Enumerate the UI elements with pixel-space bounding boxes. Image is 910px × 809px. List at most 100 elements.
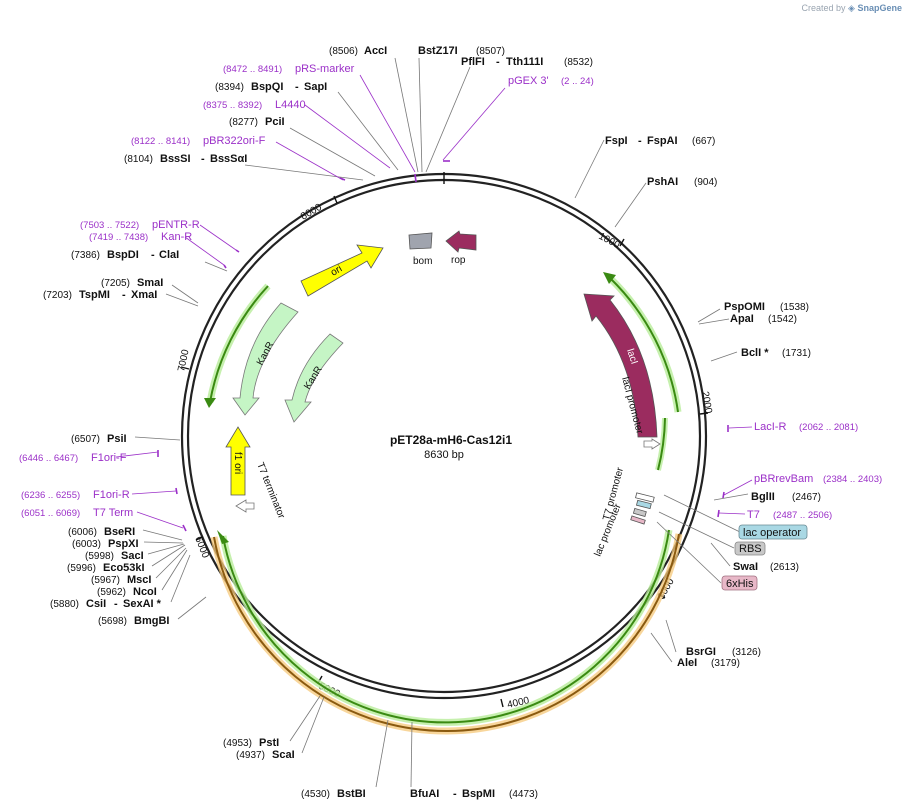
primer-t7-term: (6051 .. 6069) T7 Term [21,507,133,519]
primer-l4440: (8375 .. 8392) L4440 [203,99,306,111]
svg-text:(8507): (8507) [476,46,505,57]
svg-text:PflFI: PflFI [461,56,485,68]
svg-text:SmaI: SmaI [137,277,163,289]
enzyme-bstz17i: BstZ17I (8507) [418,45,505,57]
svg-text:(8104): (8104) [124,154,153,165]
svg-text:(2 .. 24): (2 .. 24) [561,76,594,87]
svg-text:FspI: FspI [605,135,628,147]
tick-marks [180,172,709,708]
svg-text:(8394): (8394) [215,82,244,93]
lac-operator-box: lac operator [738,524,808,540]
svg-text:F1ori-R: F1ori-R [93,489,130,501]
enzyme-psii: (6507) PsiI [71,433,127,445]
svg-text:(5698): (5698) [98,616,127,627]
laci-label: lacI [624,348,639,366]
svg-text:BspDI: BspDI [107,249,139,261]
svg-text:(5998): (5998) [85,551,114,562]
svg-text:PstI: PstI [259,737,279,749]
svg-text:BseRI: BseRI [104,526,135,538]
enzyme-pflfi-tth111i: PflFI - Tth111I (8532) [461,56,593,68]
enzyme-fspi-fspai: FspI - FspAI (667) [605,135,715,147]
tick-7000 [180,366,190,370]
f1-ori-label: f1 ori [232,452,243,474]
enzyme-bspdi-clai: (7386) BspDI - ClaI [71,249,179,261]
svg-text:-: - [453,788,457,800]
f1-ori-feature: f1 ori [225,426,251,496]
svg-text:-: - [295,81,299,93]
svg-text:6xHis: 6xHis [726,578,754,590]
svg-text:(3179): (3179) [711,658,740,669]
primer-laci-r: LacI-R (2062 .. 2081) [754,421,858,433]
svg-text:(6051 .. 6069): (6051 .. 6069) [21,508,80,519]
svg-text:(2613): (2613) [770,562,799,573]
svg-text:XmaI: XmaI [131,289,157,301]
svg-text:SacI: SacI [121,550,144,562]
svg-text:BstZ17I: BstZ17I [418,45,458,57]
svg-text:(4530): (4530) [301,789,330,800]
credit-prefix: Created by [801,3,846,13]
svg-text:(2062 .. 2081): (2062 .. 2081) [799,422,858,433]
svg-text:Tth111I: Tth111I [506,56,543,68]
enzyme-labels: (8506) AccI BstZ17I (8507) PflFI - Tth11… [43,45,821,800]
plasmid-name: pET28a-mH6-Cas12i1 [390,433,512,447]
plasmid-length: 8630 bp [424,449,464,461]
tick-label-6000: 6000 [192,535,211,560]
svg-text:-: - [122,289,126,301]
svg-text:(4953): (4953) [223,738,252,749]
svg-text:Kan-R: Kan-R [161,231,192,243]
svg-text:pENTR-R: pENTR-R [152,219,200,231]
enzyme-bspqi-sapi: (8394) BspQI - SapI [215,81,327,93]
enzyme-bsssi: (8104) BssSI - BssSαI [124,153,247,165]
svg-text:NcoI: NcoI [133,586,157,598]
svg-text:PspXI: PspXI [108,538,139,550]
svg-text:(7386): (7386) [71,250,100,261]
svg-text:BsrGI: BsrGI [686,646,716,658]
svg-text:(7205): (7205) [101,278,130,289]
enzyme-bstbi: (4530) BstBI [301,788,366,800]
svg-text:(2467): (2467) [792,492,821,503]
svg-text:PsiI: PsiI [107,433,127,445]
svg-text:BspMI: BspMI [462,788,495,800]
svg-text:BclI *: BclI * [741,347,769,359]
ori-feature: ori [300,244,384,297]
primer-labels: (8472 .. 8491) pRS-marker (8375 .. 8392)… [19,63,882,521]
svg-text:(5996): (5996) [67,563,96,574]
svg-text:lac operator: lac operator [743,527,801,539]
svg-text:(8506): (8506) [329,46,358,57]
svg-text:(667): (667) [692,136,715,147]
tick-8000 [333,195,338,204]
svg-text:(6507): (6507) [71,434,100,445]
snapgene-logo-icon: ◈ [848,3,855,13]
enzyme-bsrgi: BsrGI (3126) [686,646,761,658]
svg-text:(2487 .. 2506): (2487 .. 2506) [773,510,832,521]
enzyme-pspomi: PspOMI (1538) [724,301,809,313]
svg-text:RBS: RBS [739,543,762,555]
svg-text:AccI: AccI [364,45,387,57]
primer-kan-r: (7419 .. 7438) Kan-R [89,231,192,243]
svg-text:(8375 .. 8392): (8375 .. 8392) [203,100,262,111]
svg-text:(3126): (3126) [732,647,761,658]
svg-text:AleI: AleI [677,657,697,669]
enzyme-eco53ki: (5996) Eco53kI [67,562,145,574]
svg-text:FspAI: FspAI [647,135,678,147]
enzyme-bcli: BclI * (1731) [741,347,811,359]
svg-text:-: - [114,598,118,610]
laci-cds-arc [603,272,682,413]
primer-t7: T7 (2487 .. 2506) [747,509,832,521]
svg-text:pGEX 3': pGEX 3' [508,75,549,87]
primer-leader-lines [115,74,753,529]
primer-prs-marker: (8472 .. 8491) pRS-marker [223,63,355,75]
enzyme-bfuai-bspmi: BfuAI - BspMI (4473) [410,788,538,800]
rop-feature: rop [445,230,477,266]
laci-feature: lacI [583,293,658,438]
primer-pentr-r: (7503 .. 7522) pENTR-R [80,219,200,231]
credit-brand: SnapGene [857,3,902,13]
svg-text:F1ori-F: F1ori-F [91,452,127,464]
svg-text:(2384 .. 2403): (2384 .. 2403) [823,474,882,485]
svg-text:(7503 .. 7522): (7503 .. 7522) [80,220,139,231]
svg-text:ClaI: ClaI [159,249,179,261]
svg-text:PciI: PciI [265,116,285,128]
svg-text:(1538): (1538) [780,302,809,313]
tick-4000 [500,698,504,708]
tick-1000 [619,238,625,247]
